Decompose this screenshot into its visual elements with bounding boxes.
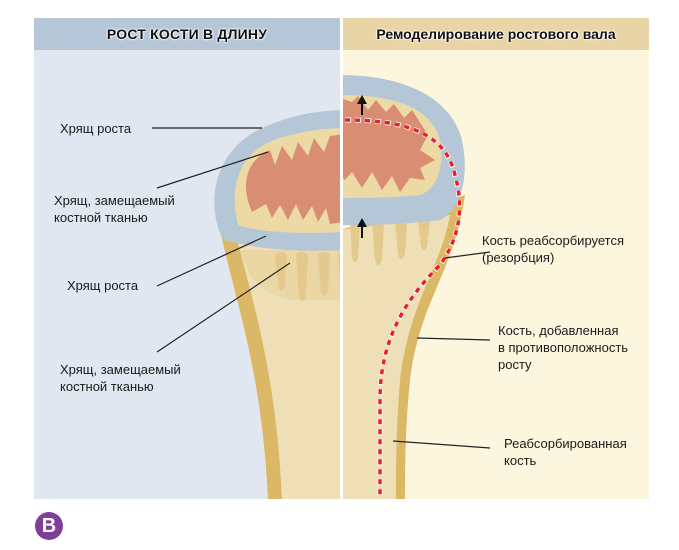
left-spongy-bone [236,235,340,499]
label-bone-resorbed: Кость реабсорбируется (резорбция) [482,233,625,265]
right-bone [343,75,465,499]
label-bone-added: Кость, добавленная в противоположность р… [498,323,629,372]
panel-divider [340,18,343,499]
panel-title-left: РОСТ КОСТИ В ДЛИНУ [34,18,340,50]
label-growth-cartilage-bottom: Хрящ роста [67,278,139,293]
left-bone [214,110,340,499]
label-cartilage-replaced-bottom: Хрящ, замещаемый костной тканью [60,362,181,394]
label-resorbed-bone: Реабсорбированная кость [504,436,627,468]
leader-lines [152,127,491,449]
left-marrow [246,134,340,224]
growth-arrow-up-icon [357,95,367,115]
right-ossification-columns [350,219,430,265]
left-ossification-columns [275,252,340,301]
label-cartilage-replaced-top: Хрящ, замещаемый костной тканью [54,193,175,225]
label-growth-cartilage-top: Хрящ роста [60,121,132,136]
panel-title-right: Ремоделирование ростового вала [343,18,649,50]
growth-arrow-up-icon [357,218,367,238]
figure-badge: B [35,512,63,540]
left-ossification-zone [240,250,340,300]
resorption-line [344,118,462,499]
